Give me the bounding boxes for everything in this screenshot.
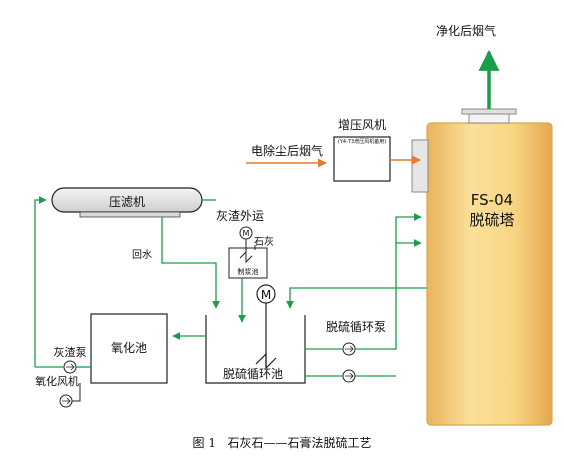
circ-pump-2-mark (345, 372, 354, 380)
oxidation-pool: 氧化池 (90, 313, 168, 384)
slurry-tank-box (228, 247, 268, 279)
tower-body (426, 122, 553, 426)
ash-pump: 灰渣泵 (54, 345, 87, 374)
return-water-label: 回水 (132, 249, 152, 261)
ash-pump-mark (66, 363, 75, 371)
small-mixer-blade (239, 250, 253, 264)
filter-press: 压滤机 (51, 187, 203, 218)
filter-press-label: 压滤机 (109, 195, 145, 209)
filter-press-base (79, 211, 181, 218)
motor-letter: M (261, 288, 271, 302)
ash-pump-label: 灰渣泵 (54, 345, 87, 359)
oxid-fan-label: 氧化风机 (35, 374, 79, 388)
small-motor-letter: M (243, 229, 250, 238)
oxidation-pool-label: 氧化池 (111, 341, 147, 355)
flow-tower-to-pool (286, 287, 427, 309)
desulf-circulation-pool: M 脱硫循环池 (205, 284, 306, 384)
booster-fan-box (333, 136, 391, 182)
figure-caption: 图 1 石灰石——石膏法脱硫工艺 (193, 435, 372, 450)
clean-gas-label: 净化后烟气 (436, 23, 496, 38)
mixer-blade (255, 352, 277, 370)
oxid-fan-mark (62, 397, 71, 405)
ash-out-label: 灰渣外运 (216, 209, 264, 223)
circ-pump-label: 脱硫循环泵 (326, 319, 386, 334)
flow-ash-to-filter (34, 196, 47, 367)
oxidation-pool-box (90, 313, 168, 384)
tower-top-flange (461, 108, 517, 115)
flow-pump1-to-tower (355, 213, 422, 350)
booster-fan-label: 增压风机 (338, 118, 386, 132)
lime-label: 石灰 (254, 235, 274, 248)
process-flow-lines (34, 196, 427, 377)
circulation-pumps: 脱硫循环泵 (326, 319, 386, 383)
tower-code: FS-04 (471, 191, 513, 209)
booster-fan: 增压风机 (Y4-73增压风机备用) (333, 118, 391, 182)
desulf-pool-label: 脱硫循环池 (223, 366, 283, 381)
oxidation-fan: 氧化风机 (35, 374, 81, 408)
circ-pump-1-mark (345, 345, 354, 353)
flow-return-water (161, 217, 220, 309)
tower-name: 脱硫塔 (469, 211, 514, 229)
oxid-air-line (72, 383, 81, 402)
booster-fan-sublabel: (Y4-73增压风机备用) (338, 138, 386, 145)
desulfurization-tower: FS-04 脱硫塔 (411, 108, 553, 426)
dust-gas-label: 电除尘后烟气 (251, 143, 323, 158)
tower-inlet-flange (411, 139, 429, 193)
slurry-tank-label: 制浆池 (238, 267, 259, 276)
slurry-tank: M 制浆池 石灰 (228, 226, 274, 279)
